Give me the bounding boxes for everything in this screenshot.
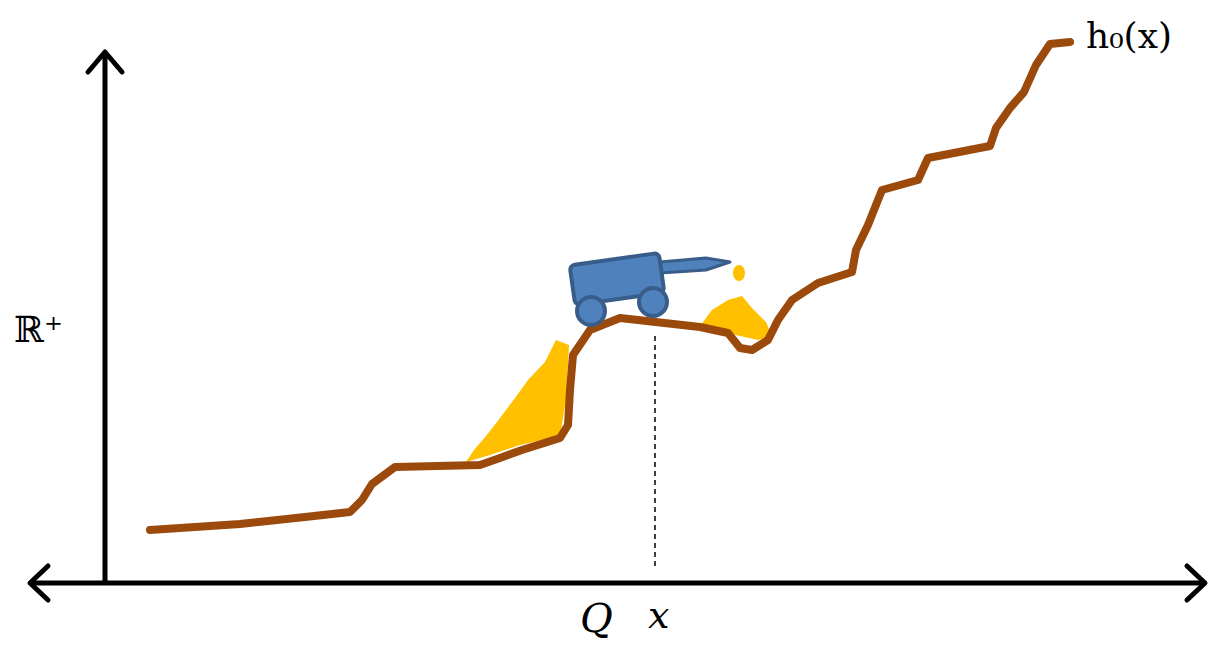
axis-arrowhead (30, 566, 48, 600)
sand-drop (733, 265, 745, 281)
position-label: x (648, 596, 669, 634)
axis-label: ℝ⁺ (14, 312, 63, 348)
domain-label: Q (580, 598, 613, 638)
curve-label: h₀(x) (1086, 18, 1172, 54)
axis-arrowhead (88, 52, 122, 72)
vertical-axis (103, 52, 108, 582)
axis-arrowhead (1187, 566, 1205, 600)
height-curve (150, 42, 1070, 530)
horizontal-axis (30, 581, 1205, 586)
cart-nozzle (660, 258, 730, 273)
dashed-marker (654, 336, 656, 566)
cart-wheel (577, 297, 605, 325)
cart-wheel (639, 288, 667, 316)
